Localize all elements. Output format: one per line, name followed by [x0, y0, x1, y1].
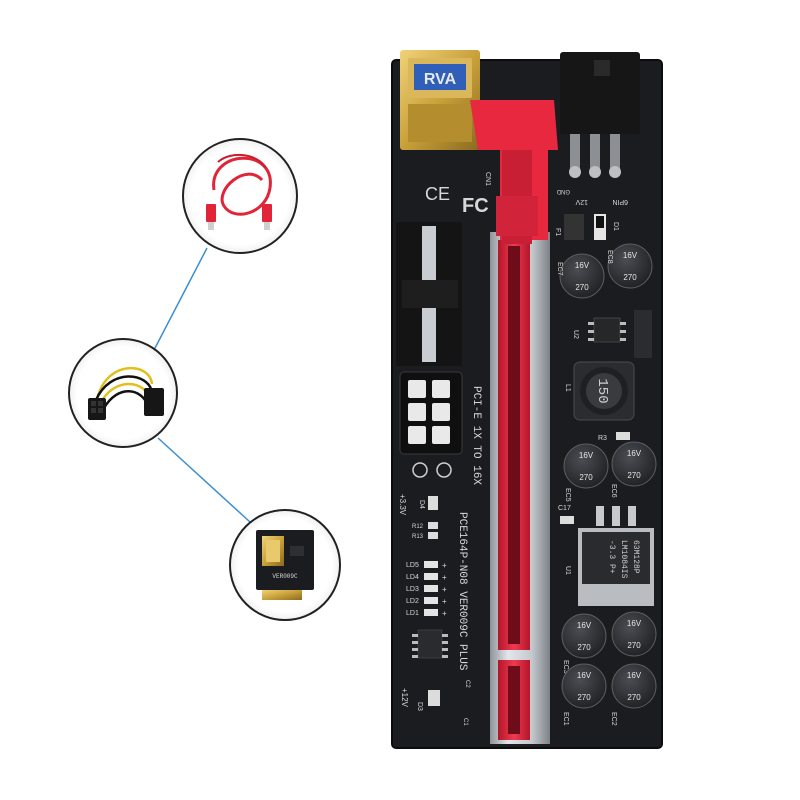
silk-d4: D4: [418, 500, 425, 509]
cert-ce: CE: [425, 184, 450, 204]
fuse: [564, 214, 584, 240]
silk-6pin: 6PIN: [612, 198, 628, 205]
silk-ec3: EC3: [562, 660, 569, 674]
silk-ec1: EC1: [562, 712, 569, 726]
cap-ec8-voltage: 16V: [623, 251, 638, 260]
regulator-u1: LM1084IS -3.3 P+ 63M128P: [578, 506, 654, 606]
silk-u2: U2: [572, 330, 579, 339]
usb-port: RVA: [400, 50, 480, 150]
silk-gnd: GND: [556, 188, 570, 194]
silk-ec2: EC2: [610, 712, 617, 726]
adapter-label: VER009C: [272, 573, 298, 580]
cap-ec6-value: 270: [627, 471, 641, 480]
power-cable-accessory: [68, 338, 178, 448]
led-label-ld1: LD1: [406, 610, 419, 617]
silk-3v3: +3.3V: [398, 494, 407, 516]
usb-port-text: RVA: [424, 71, 457, 88]
silk-l1: L1: [564, 384, 571, 392]
inductor-l1: 150: [573, 361, 635, 421]
cap-ec5-voltage: 16V: [579, 451, 594, 460]
cap-ec2-voltage: 16V: [627, 671, 642, 680]
small-ic: [412, 629, 448, 659]
cap-ec3-value: 270: [577, 643, 591, 652]
capacitor-ec8: 16V 270: [607, 243, 653, 289]
silk-d1: D1: [612, 222, 619, 231]
regulator-line3: 63M128P: [631, 540, 640, 574]
capacitor-ec7: 16V 270: [559, 253, 605, 299]
cap-ec3-voltage: 16V: [577, 621, 592, 630]
silk-ec7: EC7: [556, 262, 563, 276]
led-label-ld2: LD2: [406, 598, 419, 605]
capacitor-ec2: 16V 270: [611, 663, 657, 709]
silk-d3: D3: [416, 702, 423, 711]
silk-cn1: CN1: [484, 172, 491, 186]
riser-board: RVA CN1 CE FC C5 C 12V GND 6PIN F1 D1: [391, 50, 663, 749]
slot-latch: [470, 100, 558, 244]
silk-f1: F1: [554, 228, 561, 236]
chip-u2: [588, 317, 626, 343]
silk-ec5: EC5: [564, 488, 571, 502]
led-column: LD5 + LD4 + LD3 + LD2 + LD1 +: [406, 561, 447, 618]
cap-ec1-value: 270: [577, 693, 591, 702]
cap-ec4-voltage: 16V: [627, 619, 642, 628]
svg-text:+: +: [442, 561, 447, 570]
capacitor-ec4: 16V 270: [611, 611, 657, 657]
regulator-line1: LM1084IS: [619, 540, 628, 579]
silk-c17: C17: [558, 505, 571, 512]
capacitor-ec6: 16V 270: [611, 441, 657, 487]
cap-ec7-voltage: 16V: [575, 261, 590, 270]
svg-text:+: +: [442, 585, 447, 594]
silk-model-label: PCE164P-N08 VER009C PLUS: [456, 512, 468, 671]
led-label-ld5: LD5: [406, 562, 419, 569]
accessory-group: VER009C: [68, 138, 341, 621]
cap-ec7-value: 270: [575, 283, 589, 292]
power-header: [560, 52, 640, 178]
cap-ec5-value: 270: [579, 473, 593, 482]
six-pin-to-sata-cable-icon: [88, 366, 164, 420]
silk-12v-bottom: +12V: [400, 688, 409, 708]
capacitor-ec1: 16V 270: [561, 663, 607, 709]
six-pin-power-socket: [399, 371, 463, 455]
silk-c1: C1: [462, 718, 468, 726]
pcie-x1-adapter-icon: VER009C: [256, 530, 314, 600]
silk-u1: U1: [564, 566, 571, 575]
led-label-ld3: LD3: [406, 586, 419, 593]
cap-ec4-value: 270: [627, 641, 641, 650]
usb-cable-accessory: [182, 138, 298, 254]
svg-text:+: +: [442, 597, 447, 606]
connector-line-1: [153, 247, 208, 351]
silk-ec8: EC8: [606, 250, 613, 264]
silk-slot-label: PCI-E 1X TO 16X: [470, 386, 482, 485]
pcie-x16-slot: [490, 232, 550, 744]
cert-fc: FC: [462, 195, 489, 217]
svg-text:+: +: [442, 609, 447, 618]
cap-ec2-value: 270: [627, 693, 641, 702]
cap-ec6-voltage: 16V: [627, 449, 642, 458]
inductor-marking: 150: [594, 378, 610, 403]
led-label-ld4: LD4: [406, 574, 419, 581]
usb-cable-icon: [206, 153, 272, 230]
silk-r13: R13: [412, 534, 424, 540]
silk-12v: 12V: [575, 198, 588, 205]
molex-connector: [396, 222, 462, 366]
capacitor-ec3: 16V 270: [561, 613, 607, 659]
cap-ec8-value: 270: [623, 273, 637, 282]
connector-line-2: [157, 437, 251, 523]
silk-r12: R12: [412, 524, 424, 530]
regulator-line2: -3.3 P+: [607, 540, 616, 574]
adapter-board-accessory: VER009C: [229, 509, 341, 621]
svg-text:+: +: [442, 573, 447, 582]
cap-ec1-voltage: 16V: [577, 671, 592, 680]
silk-ec6: EC6: [610, 484, 617, 498]
silk-c2: C2: [464, 680, 470, 688]
capacitor-ec5: 16V 270: [563, 443, 609, 489]
silk-r3: R3: [598, 435, 607, 442]
